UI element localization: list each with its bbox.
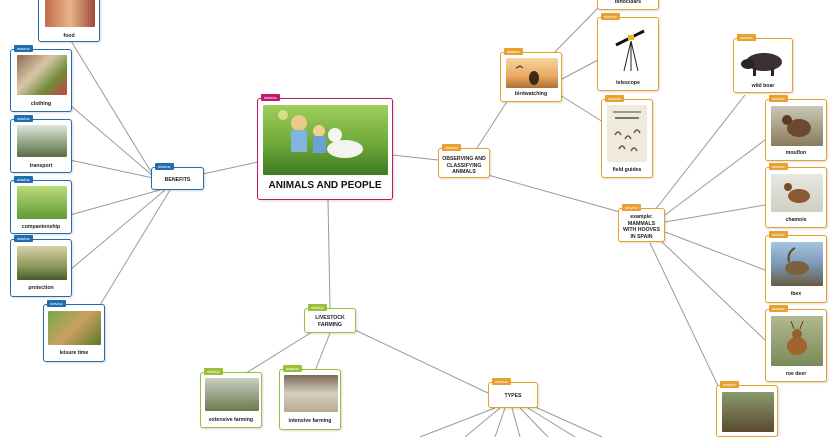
node-tag: otaviuc	[308, 304, 327, 311]
companionship-image	[17, 186, 67, 219]
chamois-label: chamois	[785, 217, 807, 223]
chamois-node[interactable]: otaviuc chamois	[765, 163, 827, 228]
clothing-image	[17, 55, 67, 95]
node-tag: otaviuc	[155, 163, 174, 170]
companionship-label: companionship	[21, 224, 61, 230]
node-tag: otaviuc	[737, 34, 756, 41]
extra-mammal-node[interactable]: otaviuc	[716, 381, 778, 437]
transport-image	[17, 125, 67, 157]
field-guides-label: field guides	[612, 167, 642, 173]
extensive-farming-image	[205, 378, 259, 411]
node-tag: otaviuc	[605, 95, 624, 102]
telescope-node[interactable]: otaviuc telescope	[597, 13, 659, 91]
node-tag: otaviuc	[504, 48, 523, 55]
binoculars-label: binoculars	[614, 0, 642, 5]
field-guides-node[interactable]: otaviuc field guides	[601, 95, 653, 178]
livestock-label: LIVESTOCK FARMING	[315, 315, 345, 328]
roe-deer-label: roe deer	[785, 371, 807, 377]
extensive-farming-label: extensive farming	[208, 417, 254, 423]
telescope-label: telescope	[616, 80, 640, 86]
protection-label: protection	[28, 285, 54, 291]
wild-boar-label: wild boar	[751, 83, 775, 89]
mammals-node[interactable]: otaviuc example: MAMMALS WITH HOOVES IN …	[618, 204, 665, 242]
telescope-image	[604, 23, 654, 75]
node-tag: otaviuc	[47, 300, 66, 307]
intensive-farming-node[interactable]: otaviuc intensive farming	[279, 365, 341, 430]
node-tag: otaviuc	[442, 144, 461, 151]
observing-node[interactable]: otaviuc OBSERVING AND CLASSIFYING ANIMAL…	[438, 144, 490, 178]
ibex-label: ibex	[790, 291, 802, 297]
clothing-node[interactable]: otaviuc clothing	[10, 45, 72, 112]
types-label: TYPES	[504, 393, 522, 399]
wild-boar-node[interactable]: otaviuc wild boar	[733, 34, 793, 93]
leisure-time-node[interactable]: otaviuc leisure time	[43, 300, 105, 362]
root-node[interactable]: otaviuc ANIMALS AND PEOPLE	[257, 94, 393, 200]
mouflon-image	[771, 106, 823, 146]
node-tag: otaviuc	[601, 13, 620, 20]
roe-deer-image	[771, 316, 823, 366]
roe-deer-node[interactable]: otaviuc roe deer	[765, 305, 827, 382]
food-label: food	[63, 33, 75, 39]
chamois-image	[771, 174, 823, 212]
node-tag: otaviuc	[492, 378, 511, 385]
node-tag: otaviuc	[261, 94, 280, 101]
protection-image	[17, 246, 67, 280]
node-tag: otaviuc	[283, 365, 302, 372]
node-tag: otaviuc	[769, 231, 788, 238]
benefits-label: BENEFITS	[164, 177, 191, 183]
node-tag: otaviuc	[769, 95, 788, 102]
node-tag: otaviuc	[14, 115, 33, 122]
root-label: ANIMALS AND PEOPLE	[268, 180, 382, 191]
wild-boar-image	[738, 45, 790, 79]
binoculars-node[interactable]: binoculars	[597, 0, 659, 10]
field-guides-image	[607, 105, 647, 162]
food-node[interactable]: food	[38, 0, 100, 42]
protection-node[interactable]: otaviuc protection	[10, 235, 72, 297]
birdwatching-label: birdwatching	[514, 91, 548, 97]
types-node[interactable]: otaviuc TYPES	[488, 378, 538, 408]
intensive-farming-label: intensive farming	[288, 418, 332, 424]
benefits-node[interactable]: otaviuc BENEFITS	[151, 163, 204, 190]
companionship-node[interactable]: otaviuc companionship	[10, 176, 72, 234]
node-tag: otaviuc	[14, 235, 33, 242]
leisure-time-label: leisure time	[59, 350, 89, 356]
clothing-label: clothing	[30, 101, 52, 107]
observing-label: OBSERVING AND CLASSIFYING ANIMALS	[442, 156, 486, 175]
extensive-farming-node[interactable]: otaviuc extensive farming	[200, 368, 262, 428]
birdwatching-node[interactable]: otaviuc birdwatching	[500, 48, 562, 102]
node-tag: otaviuc	[204, 368, 223, 375]
ibex-image	[771, 242, 823, 286]
node-tag: otaviuc	[769, 163, 788, 170]
mouflon-label: mouflon	[785, 150, 807, 156]
birdwatching-image	[506, 58, 558, 88]
livestock-node[interactable]: otaviuc LIVESTOCK FARMING	[304, 304, 356, 333]
node-tag: otaviuc	[769, 305, 788, 312]
ibex-node[interactable]: otaviuc ibex	[765, 231, 827, 303]
transport-label: transport	[29, 163, 53, 169]
extra-mammal-image	[722, 392, 774, 432]
food-image	[45, 0, 95, 27]
mammals-label: example: MAMMALS WITH HOOVES IN SPAIN	[623, 214, 660, 240]
node-tag: otaviuc	[14, 45, 33, 52]
node-tag: otaviuc	[14, 176, 33, 183]
node-tag: otaviuc	[622, 204, 641, 211]
leisure-time-image	[48, 311, 101, 345]
mouflon-node[interactable]: otaviuc mouflon	[765, 95, 827, 161]
intensive-farming-image	[284, 375, 338, 412]
transport-node[interactable]: otaviuc transport	[10, 115, 72, 173]
children-with-dog-image	[263, 105, 388, 175]
node-tag: otaviuc	[720, 381, 739, 388]
